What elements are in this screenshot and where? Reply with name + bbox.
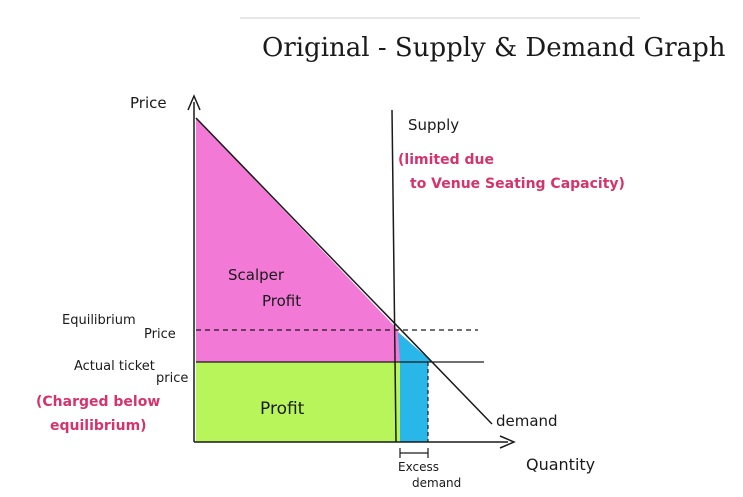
y-axis-label: Price: [130, 94, 167, 112]
supply-note-line2: to Venue Seating Capacity): [410, 176, 625, 192]
scalper-profit-label-line1: Scalper: [228, 266, 285, 284]
excess-demand-label-line1: Excess: [398, 460, 439, 474]
x-axis-arrow: [499, 435, 516, 449]
demand-line: [195, 117, 493, 425]
y-axis-arrow: [187, 94, 201, 111]
charged-below-note-line2: equilibrium): [50, 418, 147, 434]
supply-label: Supply: [408, 116, 459, 134]
supply-note-line1: (limited due: [398, 152, 494, 168]
excess-demand-upper-region: [398, 332, 432, 362]
actual-price-label-line2: price: [156, 371, 188, 386]
profit-region: [196, 362, 400, 442]
actual-price-label-line1: Actual ticket: [74, 359, 155, 374]
demand-label: demand: [496, 412, 558, 430]
scalper-profit-region: [196, 118, 432, 362]
profit-label: Profit: [260, 399, 305, 419]
equilibrium-label-line2: Price: [144, 327, 176, 342]
equilibrium-label-line1: Equilibrium: [62, 313, 136, 328]
charged-below-note-line1: (Charged below: [36, 394, 160, 410]
x-axis-label: Quantity: [526, 455, 595, 474]
excess-demand-label-line2: demand: [412, 476, 461, 490]
scalper-profit-label-line2: Profit: [262, 292, 301, 310]
supply-line: [391, 109, 397, 443]
excess-demand-region: [400, 362, 428, 442]
diagram-title: Original - Supply & Demand Graph: [262, 33, 726, 63]
